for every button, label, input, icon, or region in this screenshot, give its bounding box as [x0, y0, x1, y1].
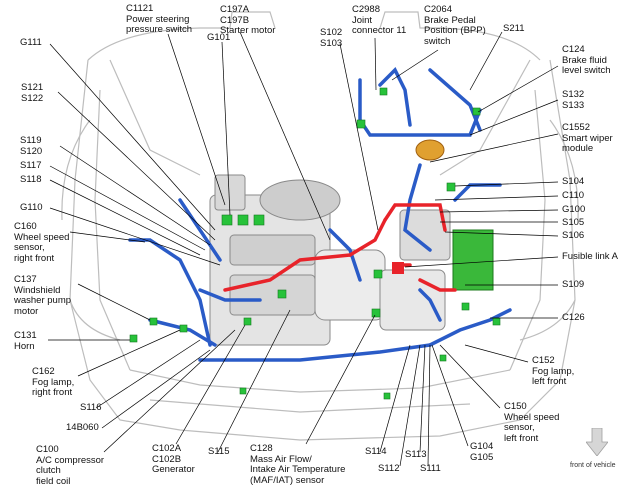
connector-markers — [129, 87, 501, 400]
label-s102: S102 S103 — [320, 27, 343, 49]
label-c197: C197A C197B Starter motor — [220, 4, 276, 36]
label-s118: S118 — [20, 174, 42, 185]
label-c100: C100 A/C compressor clutch field coil — [36, 444, 105, 487]
label-c137: C137 Windshield washer pump motor — [14, 274, 72, 317]
label-c150: C150 Wheel speed sensor, left front — [504, 401, 560, 444]
label-c2988: C2988 Joint connector 11 — [352, 4, 407, 36]
label-s114: S114 — [365, 446, 387, 457]
label-c126: C126 — [562, 312, 585, 323]
label-c124: C124 Brake fluid level switch — [562, 44, 611, 76]
label-c2064: C2064 Brake Pedal Position (BPP) switch — [424, 4, 486, 47]
label-c110: C110 — [562, 190, 585, 201]
blue-harness — [128, 67, 512, 362]
label-s115: S115 — [208, 446, 230, 457]
label-c128: C128 Mass Air Flow/ Intake Air Temperatu… — [250, 443, 346, 486]
label-s211: S211 — [503, 23, 525, 34]
fuse-box — [452, 229, 494, 291]
label-s132: S132 S133 — [562, 89, 585, 111]
label-c131: C131 Horn — [14, 330, 37, 352]
label-c1552: C1552 Smart wiper module — [562, 122, 613, 154]
label-g111: G111 — [20, 37, 42, 48]
label-g110: G110 — [20, 202, 43, 213]
label-g104: G104 G105 — [470, 441, 494, 463]
label-s106: S106 — [562, 230, 585, 241]
engine-block — [209, 139, 451, 346]
label-s104: S104 — [562, 176, 585, 187]
label-s109: S109 — [562, 279, 585, 290]
label-c102: C102A C102B Generator — [152, 443, 195, 475]
front-of-vehicle-note: front of vehicle — [570, 462, 616, 469]
fusible-link-block — [392, 262, 404, 274]
label-c162: C162 Fog lamp, right front — [32, 366, 75, 398]
label-s119: S119 S120 — [20, 135, 43, 157]
front-arrow-icon — [586, 428, 608, 456]
label-s105: S105 — [562, 217, 585, 228]
label-c152: C152 Fog lamp, left front — [532, 355, 575, 387]
label-14b060: 14B060 — [66, 422, 99, 433]
label-s116: S116 — [80, 402, 102, 413]
label-s121: S121 S122 — [21, 82, 44, 104]
label-fusible-link: Fusible link A — [562, 251, 618, 262]
red-harness — [223, 203, 457, 292]
vehicle-body — [61, 11, 579, 441]
label-s111: S111 — [420, 463, 441, 474]
label-g101: G101 — [207, 32, 231, 43]
label-g100: G100 — [562, 204, 586, 215]
label-s117: S117 — [20, 160, 42, 171]
label-s113: S113 — [405, 449, 427, 460]
label-c160: C160 Wheel speed sensor, right front — [14, 221, 70, 264]
leader-lines — [48, 31, 559, 467]
label-s112: S112 — [378, 463, 400, 474]
label-c1121: C1121 Power steering pressure switch — [126, 3, 192, 35]
